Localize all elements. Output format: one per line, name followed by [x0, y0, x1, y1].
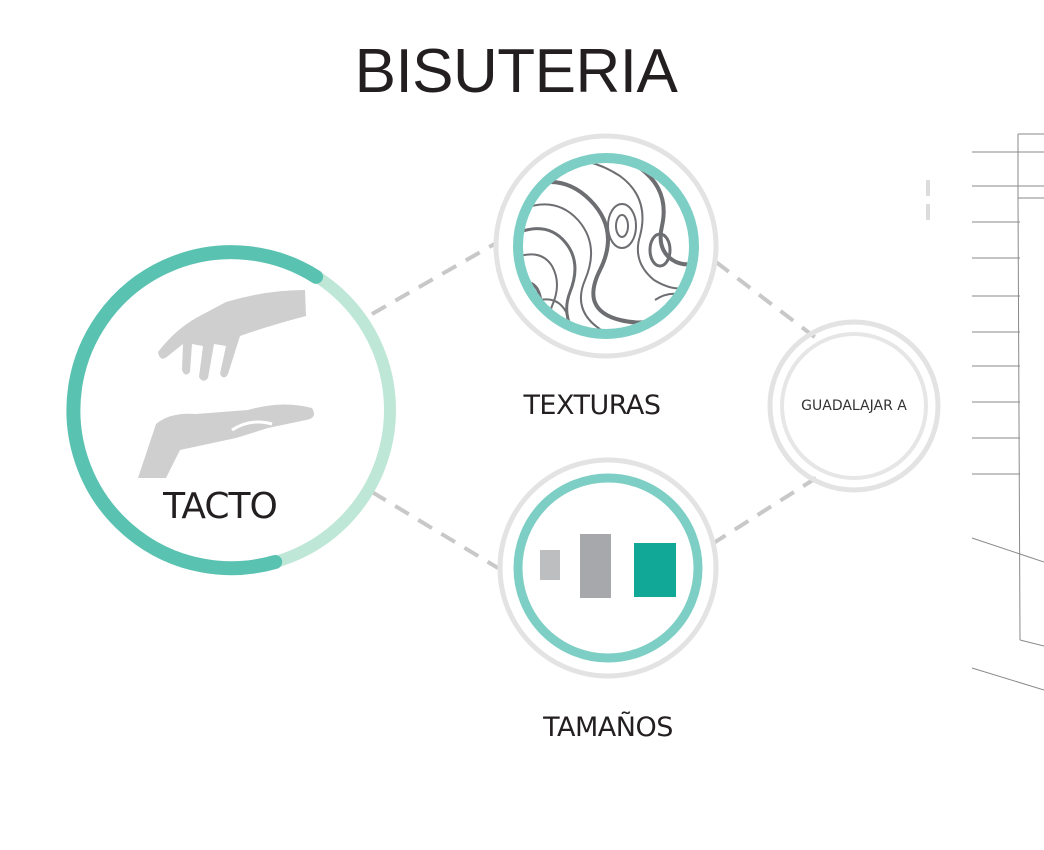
node-texturas — [493, 133, 719, 359]
guadalajara-label: GUADALAJAR A — [801, 398, 907, 414]
size-bar-large — [634, 543, 676, 597]
size-bar-small — [540, 550, 560, 580]
connector-tacto-texturas — [371, 240, 499, 316]
tamanos-label: TAMAÑOS — [543, 712, 673, 743]
tacto-progress-arc — [66, 245, 324, 576]
hands-icon — [138, 290, 314, 478]
connector-texturas-guadalajara — [714, 260, 818, 340]
connector-tacto-tamanos — [370, 490, 500, 570]
node-guadalajara — [767, 319, 941, 493]
texturas-label: TEXTURAS — [523, 390, 661, 421]
connector-tamanos-guadalajara — [710, 476, 818, 546]
connectors — [370, 240, 818, 570]
node-tamanos — [497, 457, 719, 679]
node-tacto — [66, 245, 396, 576]
size-bars-icon — [540, 534, 676, 598]
tacto-label: TACTO — [163, 486, 278, 527]
size-bar-medium — [580, 534, 611, 598]
side-line-drawing — [971, 133, 1044, 691]
diagram-title: BISUTERIA — [354, 37, 678, 106]
